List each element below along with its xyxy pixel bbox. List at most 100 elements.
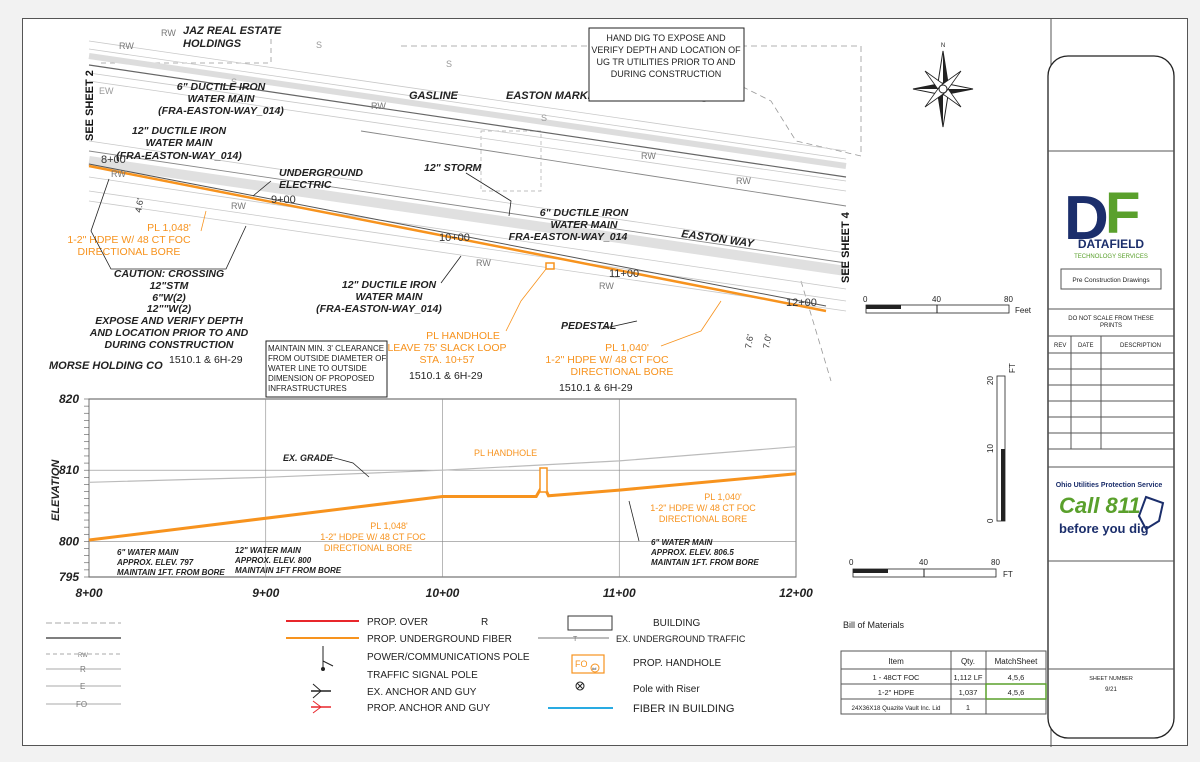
legend-t: T	[573, 636, 578, 643]
power-pole-icon	[321, 646, 334, 671]
bom-cell: 1,112 LF	[953, 673, 982, 682]
bom-header: MatchSheet	[995, 657, 1038, 666]
profile-wm-800: 12" WATER MAIN APPROX. ELEV. 800 MAINTAI…	[234, 546, 342, 575]
scale-bar-bottom: 0 40 80 FT	[849, 558, 1013, 579]
callout-water-main-2: 12" DUCTILE IRON WATER MAIN (FRA-EASTON-…	[116, 125, 242, 162]
svg-text:Call 811: Call 811	[1059, 493, 1141, 518]
svg-text:40: 40	[919, 558, 928, 567]
pre-construction-label: Pre Construction Drawings	[1072, 277, 1150, 284]
svg-text:1-2" HDPE W/ 48 CT FOC: 1-2" HDPE W/ 48 CT FOC	[67, 234, 191, 246]
svg-text:VERIFY DEPTH AND LOCATION OF: VERIFY DEPTH AND LOCATION OF	[591, 45, 741, 55]
legend-fo: FO	[575, 659, 588, 669]
road-edge	[88, 140, 847, 254]
prop-anchor-icon	[311, 700, 331, 714]
legend-prop-over: PROP. OVER	[367, 617, 428, 628]
legend-e-code: E	[80, 682, 85, 691]
datafield-logo: D F DATAFIELD TECHNOLOGY SERVICES	[1064, 181, 1148, 260]
legend: RW R E FO PROP. OVER R PROP. UNDERGROUND…	[46, 615, 746, 715]
scale-bar-vertical: 20 10 0 FT	[986, 363, 1017, 523]
station-label: 10+00	[439, 232, 470, 244]
gas-line	[88, 64, 847, 178]
rw-label: RW	[119, 41, 134, 51]
bom-header: Qty.	[961, 657, 975, 666]
svg-text:PL HANDHOLE: PL HANDHOLE	[426, 330, 500, 342]
svg-text:12" DUCTILE IRON: 12" DUCTILE IRON	[132, 125, 227, 137]
svg-text:12" WATER MAIN: 12" WATER MAIN	[235, 546, 301, 555]
do-not-scale: DO NOT SCALE FROM THESE	[1068, 316, 1153, 322]
rw-label: RW	[736, 176, 751, 186]
svg-text:MAINTAIN MIN. 3' CLEARANCE: MAINTAIN MIN. 3' CLEARANCE	[268, 344, 384, 353]
y-tick-label: 800	[59, 534, 79, 548]
owner-label: MORSE HOLDING CO	[49, 360, 163, 372]
plan-view: RW RW RW RW RW RW RW RW RW S S S S S EW …	[49, 25, 974, 398]
legend-fo-sub: ##	[592, 666, 597, 671]
legend-prop-anchor: PROP. ANCHOR AND GUY	[367, 703, 491, 714]
legend-fo-code: FO	[76, 700, 87, 709]
sewer-label: S	[446, 59, 452, 69]
svg-text:1-2" HDPE W/ 48 CT FOC: 1-2" HDPE W/ 48 CT FOC	[545, 354, 669, 366]
bom-cell: 24X36X18 Quazite Vault Inc. Lid	[852, 705, 942, 712]
svg-text:40: 40	[932, 295, 941, 304]
svg-text:DIMENSION OF PROPOSED: DIMENSION OF PROPOSED	[268, 374, 374, 383]
rw-label: RW	[161, 28, 176, 38]
centerline	[88, 163, 827, 307]
legend-building: BUILDING	[653, 618, 700, 629]
rw-line	[88, 150, 847, 264]
svg-text:INFRASTRUCTURES: INFRASTRUCTURES	[268, 384, 347, 393]
legend-ex-ug-traffic: EX. UNDERGROUND TRAFFIC	[616, 634, 746, 644]
svg-text:PL 1,040': PL 1,040'	[605, 342, 649, 354]
road-edge	[88, 80, 847, 192]
existing-grade-line	[88, 446, 797, 483]
gas-label: GASLINE	[409, 90, 459, 102]
building-outline	[480, 130, 542, 192]
svg-text:Ohio Utilities Protection Serv: Ohio Utilities Protection Service	[1056, 482, 1163, 489]
bom-cell: 1,037	[959, 688, 978, 697]
north-label: N	[941, 43, 945, 49]
dimension-label: 7.6'	[743, 333, 755, 349]
callout-water-main-1: 6" DUCTILE IRON WATER MAIN (FRA-EASTON-W…	[158, 81, 284, 117]
profile-wm-806: 6" WATER MAIN APPROX. ELEV. 806.5 MAINTA…	[650, 538, 759, 567]
clearance-note: MAINTAIN MIN. 3' CLEARANCE FROM OUTSIDE …	[268, 344, 386, 393]
scale-bar-top: 0 40 80 Feet	[863, 295, 1032, 315]
callout-handhole: PL HANDHOLE LEAVE 75' SLACK LOOP STA. 10…	[387, 330, 506, 366]
svg-text:DIRECTIONAL BORE: DIRECTIONAL BORE	[659, 514, 747, 524]
svg-text:MAINTAIN 1FT FROM BORE: MAINTAIN 1FT FROM BORE	[235, 566, 342, 575]
svg-text:APPROX. ELEV. 806.5: APPROX. ELEV. 806.5	[650, 548, 734, 557]
sewer-label: S	[541, 113, 547, 123]
y-tick-label: 795	[59, 570, 79, 584]
legend-traffic-pole: TRAFFIC SIGNAL POLE	[367, 670, 478, 681]
svg-text:WATER MAIN: WATER MAIN	[356, 291, 423, 303]
rw-label: RW	[599, 281, 614, 291]
dimension-label: 7.0'	[761, 333, 773, 349]
svg-text:(FRA-EASTON-WAY_014): (FRA-EASTON-WAY_014)	[158, 105, 284, 117]
svg-text:6" DUCTILE IRON: 6" DUCTILE IRON	[540, 207, 629, 219]
profile-ylabel: ELEVATION	[50, 459, 62, 521]
svg-text:20: 20	[986, 376, 995, 385]
handhole-icon: FO ##	[571, 654, 605, 674]
svg-text:(FRA-EASTON-WAY_014): (FRA-EASTON-WAY_014)	[316, 303, 442, 315]
sewer-label: S	[316, 40, 322, 50]
callout-water-main-4: 12" DUCTILE IRON WATER MAIN (FRA-EASTON-…	[316, 279, 442, 315]
svg-text:6" WATER MAIN: 6" WATER MAIN	[651, 538, 713, 547]
svg-text:0: 0	[863, 295, 868, 304]
svg-text:APPROX. ELEV. 800: APPROX. ELEV. 800	[234, 556, 312, 565]
profile-bore-1: PL 1,048' 1-2" HDPE W/ 48 CT FOC DIRECTI…	[320, 521, 426, 553]
station-label: 8+00	[101, 154, 126, 166]
reference-label: 1510.1 & 6H-29	[559, 382, 633, 394]
easement-label: EW	[99, 86, 114, 96]
svg-text:DIRECTIONAL BORE: DIRECTIONAL BORE	[571, 366, 674, 378]
svg-text:6"W(2): 6"W(2)	[152, 292, 186, 304]
building-symbol	[567, 615, 613, 631]
profile-handhole-label: PL HANDHOLE	[474, 448, 537, 458]
ex-grade-label: EX. GRADE	[283, 453, 334, 463]
svg-text:LEAVE 75' SLACK LOOP: LEAVE 75' SLACK LOOP	[387, 342, 506, 354]
svg-text:FT: FT	[1008, 363, 1017, 373]
rw-label: RW	[476, 258, 491, 268]
callout-bore-1: PL 1,048' 1-2" HDPE W/ 48 CT FOC DIRECTI…	[67, 222, 191, 258]
svg-text:DIRECTIONAL BORE: DIRECTIONAL BORE	[324, 543, 412, 553]
rw-line	[360, 130, 847, 207]
legend-ex-anchor: EX. ANCHOR AND GUY	[367, 687, 477, 698]
leader-line	[465, 172, 512, 217]
svg-text:MAINTAIN 1FT. FROM BORE: MAINTAIN 1FT. FROM BORE	[651, 558, 759, 567]
